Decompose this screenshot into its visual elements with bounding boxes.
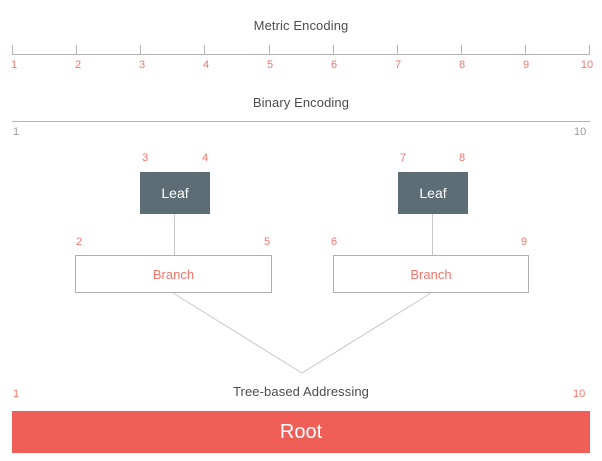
metric-tick-3 [140, 45, 141, 55]
metric-tick-8 [461, 45, 462, 55]
metric-tick-1 [12, 45, 13, 55]
metric-label-4: 4 [202, 59, 210, 71]
root-end-label: 10 [573, 388, 586, 400]
metric-encoding-title: Metric Encoding [253, 18, 349, 33]
leaf-right-start-label: 7 [399, 152, 407, 164]
metric-label-9: 9 [522, 59, 530, 71]
leaf-left-end-label: 4 [201, 152, 209, 164]
metric-label-7: 7 [394, 59, 402, 71]
metric-tick-6 [333, 45, 334, 55]
branch-left-end-label: 5 [263, 236, 271, 248]
branch-node-right[interactable]: Branch [333, 255, 529, 293]
root-node[interactable]: Root [12, 411, 590, 453]
metric-label-1: 1 [10, 59, 18, 71]
leaf-right-end-label: 8 [458, 152, 466, 164]
metric-label-2: 2 [74, 59, 82, 71]
tree-addressing-title: Tree-based Addressing [232, 384, 370, 399]
leaf-node-left[interactable]: Leaf [140, 172, 210, 214]
root-start-label: 1 [13, 388, 20, 400]
branch-node-left[interactable]: Branch [75, 255, 272, 293]
metric-label-8: 8 [458, 59, 466, 71]
metric-tick-5 [269, 45, 270, 55]
metric-tick-4 [204, 45, 205, 55]
branch-left-start-label: 2 [75, 236, 83, 248]
leaf-right-to-branch-connector [432, 214, 433, 256]
metric-tick-7 [397, 45, 398, 55]
metric-label-3: 3 [138, 59, 146, 71]
metric-tick-10 [589, 45, 590, 55]
metric-axis-line [12, 54, 590, 55]
leaf-left-start-label: 3 [141, 152, 149, 164]
binary-encoding-title: Binary Encoding [252, 95, 350, 110]
metric-encoding-ruler [12, 44, 590, 55]
v-connector-path [172, 292, 432, 374]
metric-tick-9 [525, 45, 526, 55]
branch-right-end-label: 9 [520, 236, 528, 248]
binary-axis-line [12, 121, 590, 122]
metric-label-10: 10 [580, 59, 594, 71]
leaf-left-to-branch-connector [174, 214, 175, 256]
leaf-node-right[interactable]: Leaf [398, 172, 468, 214]
binary-label-end: 10 [574, 126, 587, 138]
metric-label-5: 5 [266, 59, 274, 71]
branch-right-start-label: 6 [330, 236, 338, 248]
metric-tick-2 [76, 45, 77, 55]
binary-label-start: 1 [13, 126, 20, 138]
metric-label-6: 6 [330, 59, 338, 71]
